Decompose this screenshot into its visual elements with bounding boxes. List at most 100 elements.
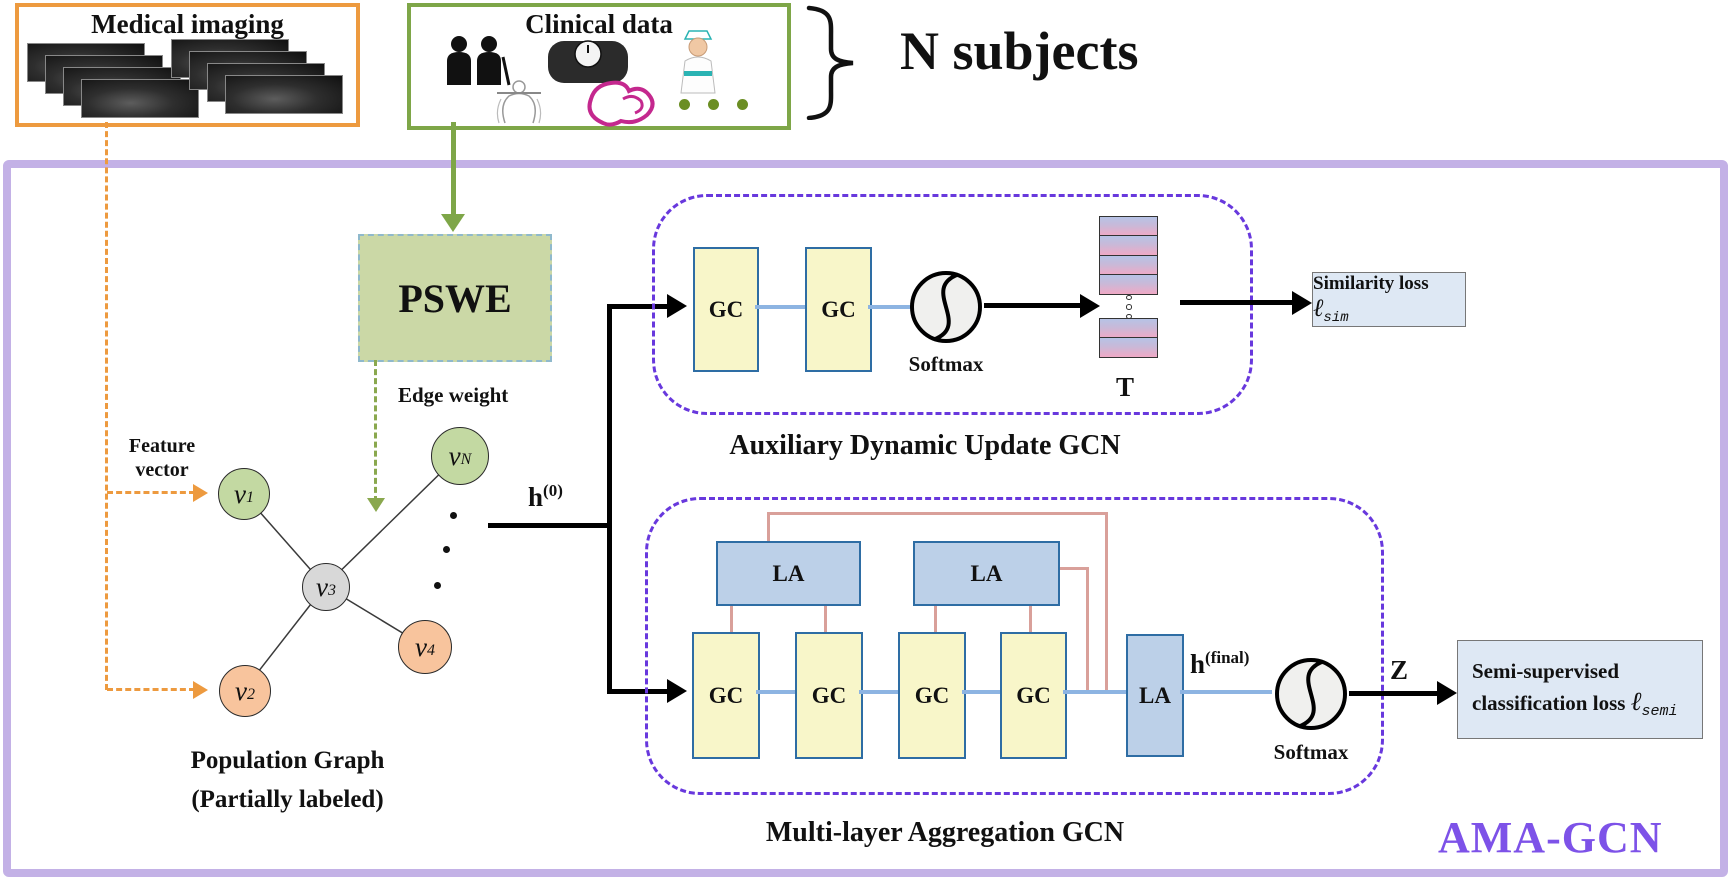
elderly-couple-icon [447,36,511,86]
semi-supervised-loss-box: Semi-supervised classification loss ℓsem… [1457,640,1703,739]
t-matrix-row [1099,235,1158,256]
la2-gc4-stub [1029,602,1032,632]
brace-icon [806,5,854,120]
h0-arrowhead-top [667,294,687,318]
edge-weight-arrowhead [367,498,385,512]
auxiliary-gcn-title: Auxiliary Dynamic Update GCN [729,430,1121,461]
ultrasound-thumbnail [225,75,343,114]
ell-sim: ℓ [1313,295,1324,323]
mother-baby-icon [587,80,655,127]
z-arrowhead [1437,681,1457,705]
ama-gcn-frame [3,160,1728,877]
t-matrix-row [1099,317,1158,339]
multi-connector [962,690,1000,694]
ell-semi: ℓ [1630,686,1642,716]
clinical-data-title: Clinical data [525,9,673,39]
la2-gc3-stub [934,602,937,632]
semi-loss-line2: classification loss ℓsemi [1472,686,1678,720]
ama-gcn-label: AMA-GCN [1438,813,1663,862]
la1-skip-connector-horizontal [767,512,1108,515]
la1-skip-connector-vertical [1105,512,1108,692]
la1-top-connector [767,512,770,541]
h0-branch-top [607,304,669,309]
edge-weight-label: Edge weight [398,383,509,407]
multilayer-gcn-title: Multi-layer Aggregation GCN [765,817,1125,848]
aux-gc2-block: GC [805,247,872,372]
similarity-loss-text: Similarity loss ℓsim [1313,273,1429,326]
clinical-data-box: Clinical data [407,3,791,130]
auxiliary-gcn-box [652,194,1253,415]
clinical-to-pswe-arrow [451,122,456,218]
h0-label: h(0) [528,481,563,512]
feature-vector-label: Feature vector [128,435,196,481]
aux-connector [755,305,805,309]
la1-gc2-stub [824,602,827,632]
z-line [1349,691,1441,696]
multi-gc3-block: GC [898,632,966,759]
la2-skip-connector-horizontal [1056,567,1089,570]
multilayer-gcn-box [645,497,1384,795]
multi-softmax-label: Softmax [1273,740,1349,764]
multi-connector [859,690,898,694]
multi-connector [756,690,795,694]
clinical-to-pswe-arrowhead [441,214,465,232]
ellipsis-dots-icon [679,99,748,110]
multi-connector [1180,690,1272,694]
h0-branch-vertical [607,304,612,694]
t-matrix-row [1099,337,1158,358]
t-to-simloss-arrowhead [1292,291,1312,315]
multi-gc4-block: GC [1000,632,1067,759]
graph-ellipsis-dot [443,546,450,553]
la2-block: LA [913,541,1060,606]
feature-vector-arrowhead-v1 [193,484,208,502]
semi-loss-line1: Semi-supervised [1472,658,1619,683]
softmax-to-t-line [984,303,1084,308]
t-matrix-row [1099,215,1158,237]
nurse-icon [680,30,716,94]
la1-gc1-stub [730,602,733,632]
edge-weight-dashed-line [374,360,377,502]
multi-gc2-block: GC [795,632,863,759]
h-final-label: h(final) [1190,648,1250,679]
feature-vector-arrowhead-v2 [193,681,208,699]
multi-gc1-block: GC [692,632,760,759]
t-label: T [1116,372,1135,402]
similarity-loss-box: Similarity loss ℓsim [1312,272,1466,327]
multi-connector [1063,690,1126,694]
t-matrix-ellipsis [1099,295,1158,319]
t-matrix-row [1099,254,1158,276]
z-label: Z [1390,655,1409,685]
feature-vector-line-v1 [107,491,195,494]
medical-imaging-title: Medical imaging [91,9,284,39]
aux-softmax-label: Softmax [908,352,984,376]
t-to-simloss-line [1180,300,1296,305]
aux-gc1-block: GC [693,247,759,372]
aux-connector [868,305,917,309]
la1-block: LA [716,541,861,606]
h0-branch-bottom [607,689,669,694]
t-matrix-row [1099,274,1158,295]
multi-softmax-icon [1275,658,1347,730]
population-graph-caption: Population Graph (Partially labeled) [190,747,385,813]
pswe-label: PSWE [398,275,512,321]
h0-line [488,523,610,528]
pswe-box: PSWE [358,234,552,362]
graph-ellipsis-dot [434,582,441,589]
feature-vector-line-v2 [107,688,195,691]
medical-imaging-box: Medical imaging [15,3,360,127]
t-matrix-stack [1099,215,1158,358]
softmax-to-t-arrowhead [1080,294,1100,318]
graph-ellipsis-dot [450,512,457,519]
body-outline-icon [496,80,542,124]
la3-block: LA [1126,634,1184,757]
weight-scale-icon [548,40,628,83]
ultrasound-thumbnail [81,79,199,118]
h0-arrowhead-bottom [667,679,687,703]
n-subjects-label: N subjects [900,21,1139,81]
